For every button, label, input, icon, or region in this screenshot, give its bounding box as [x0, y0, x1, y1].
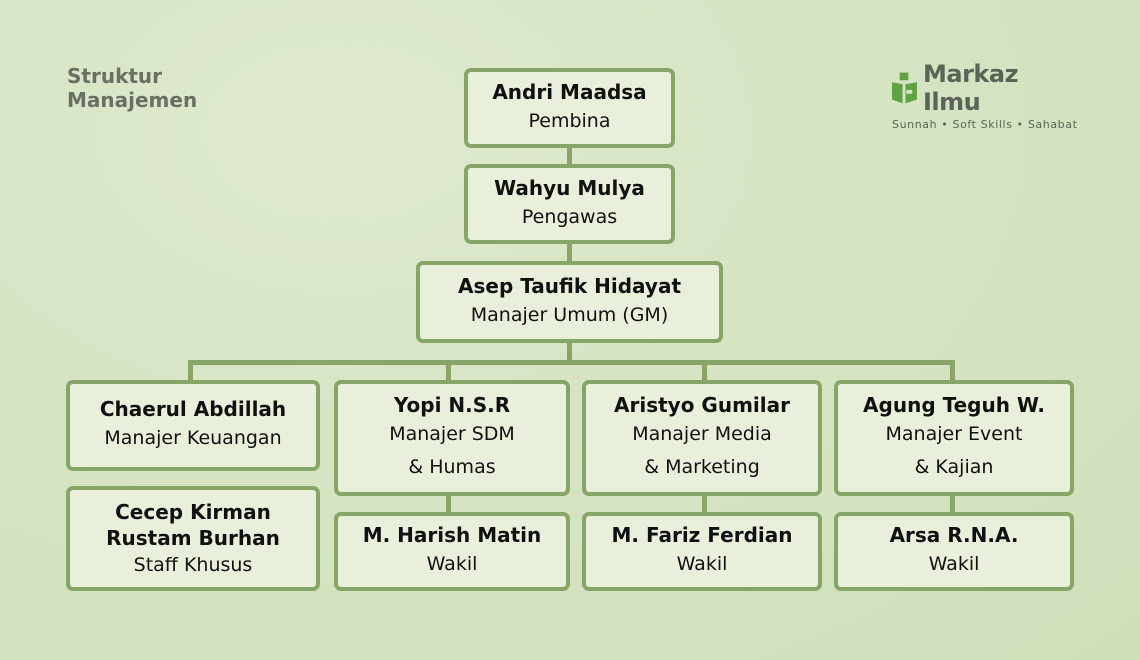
connector [702, 494, 707, 514]
node-sdm: Yopi N.S.R Manajer SDM & Humas [334, 380, 570, 496]
connector [446, 360, 451, 382]
node-media-wakil: M. Fariz Ferdian Wakil [582, 512, 822, 591]
title-line-1: Struktur [67, 64, 163, 88]
node-name: Agung Teguh W. [863, 393, 1045, 417]
node-role: Manajer Event [885, 423, 1023, 445]
node-role: & Humas [408, 456, 496, 478]
node-role: Wakil [928, 553, 980, 575]
node-name: Wahyu Mulya [494, 175, 645, 200]
node-name: Asep Taufik Hidayat [458, 273, 681, 298]
title-line-2: Manajemen [67, 88, 198, 112]
node-name: Rustam Burhan [106, 525, 280, 550]
node-role: Manajer Umum (GM) [470, 303, 669, 326]
connector [188, 360, 193, 382]
node-name: Chaerul Abdillah [99, 397, 287, 421]
node-media: Aristyo Gumilar Manajer Media & Marketin… [582, 380, 822, 496]
node-role: Pembina [528, 109, 611, 132]
node-pengawas: Wahyu Mulya Pengawas [464, 164, 675, 244]
node-pembina: Andri Maadsa Pembina [464, 68, 675, 148]
node-keuangan: Chaerul Abdillah Manajer Keuangan [66, 380, 320, 471]
node-sdm-wakil: M. Harish Matin Wakil [334, 512, 570, 591]
page-title: Struktur Manajemen [67, 64, 197, 112]
connector [188, 360, 955, 365]
book-person-icon [892, 72, 917, 104]
node-role: Manajer Media [632, 423, 772, 445]
node-role: Manajer Keuangan [104, 427, 282, 449]
node-name: M. Harish Matin [362, 523, 542, 547]
node-name: Arsa R.N.A. [889, 523, 1019, 547]
connector [950, 494, 955, 514]
node-role: Staff Khusus [133, 553, 253, 576]
node-name: Andri Maadsa [492, 79, 647, 104]
brand-name: Markaz Ilmu [923, 60, 1019, 116]
connector [567, 146, 572, 166]
node-event: Agung Teguh W. Manajer Event & Kajian [834, 380, 1074, 496]
node-name: Cecep Kirman [115, 499, 271, 524]
node-name: Aristyo Gumilar [614, 393, 790, 417]
connector [567, 341, 572, 363]
node-role: Wakil [676, 553, 728, 575]
node-role: Wakil [426, 553, 478, 575]
connector [950, 360, 955, 382]
node-staff-khusus: Cecep Kirman Rustam Burhan Staff Khusus [66, 486, 320, 591]
node-role: Pengawas [521, 205, 618, 228]
node-role: & Marketing [644, 456, 760, 478]
connector [567, 242, 572, 262]
connector [702, 360, 707, 382]
node-event-wakil: Arsa R.N.A. Wakil [834, 512, 1074, 591]
brand-tagline: Sunnah • Soft Skills • Sahabat [892, 118, 1078, 131]
node-role: Manajer SDM [389, 423, 515, 445]
node-role: & Kajian [914, 456, 994, 478]
brand-logo: Markaz Ilmu Sunnah • Soft Skills • Sahab… [892, 60, 1077, 131]
node-gm: Asep Taufik Hidayat Manajer Umum (GM) [416, 261, 723, 343]
connector [446, 494, 451, 514]
node-name: Yopi N.S.R [393, 393, 511, 417]
node-name: M. Fariz Ferdian [611, 523, 793, 547]
